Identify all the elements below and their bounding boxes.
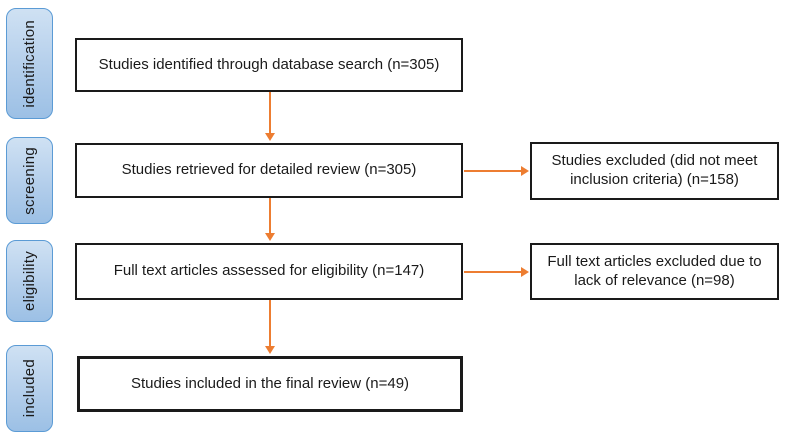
stage-label-screening: screening xyxy=(6,137,53,224)
arrow-line xyxy=(464,170,521,172)
side-box-excluded-screening-line2: inclusion criteria) (n=158) xyxy=(570,171,739,188)
side-box-excluded-screening-text: Studies excluded (did not meet inclusion… xyxy=(552,152,758,190)
stage-label-identification-text: identification xyxy=(21,19,38,108)
flow-box-included-text: Studies included in the final review (n=… xyxy=(130,374,410,392)
arrowhead-right-icon xyxy=(521,166,529,176)
flow-box-assessed: Full text articles assessed for eligibil… xyxy=(75,243,463,300)
arrow-line xyxy=(269,198,271,233)
stage-label-eligibility: eligibility xyxy=(6,240,53,322)
flow-box-identified: Studies identified through database sear… xyxy=(75,38,463,92)
side-box-excluded-eligibility: Full text articles excluded due to lack … xyxy=(530,243,779,300)
stage-label-eligibility-text: eligibility xyxy=(21,251,38,311)
arrow-line xyxy=(269,92,271,133)
flow-box-retrieved-text: Studies retrieved for detailed review (n… xyxy=(121,161,417,179)
side-box-excluded-screening-line1: Studies excluded (did not meet xyxy=(551,152,758,170)
flow-box-retrieved: Studies retrieved for detailed review (n… xyxy=(75,143,463,198)
arrow-line xyxy=(269,300,271,346)
side-box-excluded-eligibility-line2: lack of relevance (n=98) xyxy=(574,271,735,289)
stage-label-included-text: included xyxy=(21,359,38,418)
arrow-line xyxy=(464,271,521,273)
arrowhead-down-icon xyxy=(265,346,275,354)
stage-label-identification: identification xyxy=(6,8,53,119)
flow-box-assessed-text: Full text articles assessed for eligibil… xyxy=(113,262,425,280)
side-box-excluded-eligibility-text: Full text articles excluded due to lack … xyxy=(547,253,761,291)
stage-label-screening-text: screening xyxy=(21,146,38,215)
flow-box-included: Studies included in the final review (n=… xyxy=(77,356,463,412)
flow-box-identified-text: Studies identified through database sear… xyxy=(98,55,440,73)
side-box-excluded-screening: Studies excluded (did not meet inclusion… xyxy=(530,142,779,200)
side-box-excluded-eligibility-line1: Full text articles excluded due to xyxy=(547,252,762,270)
arrowhead-down-icon xyxy=(265,133,275,141)
stage-label-included: included xyxy=(6,345,53,432)
arrowhead-right-icon xyxy=(521,267,529,277)
arrowhead-down-icon xyxy=(265,233,275,241)
